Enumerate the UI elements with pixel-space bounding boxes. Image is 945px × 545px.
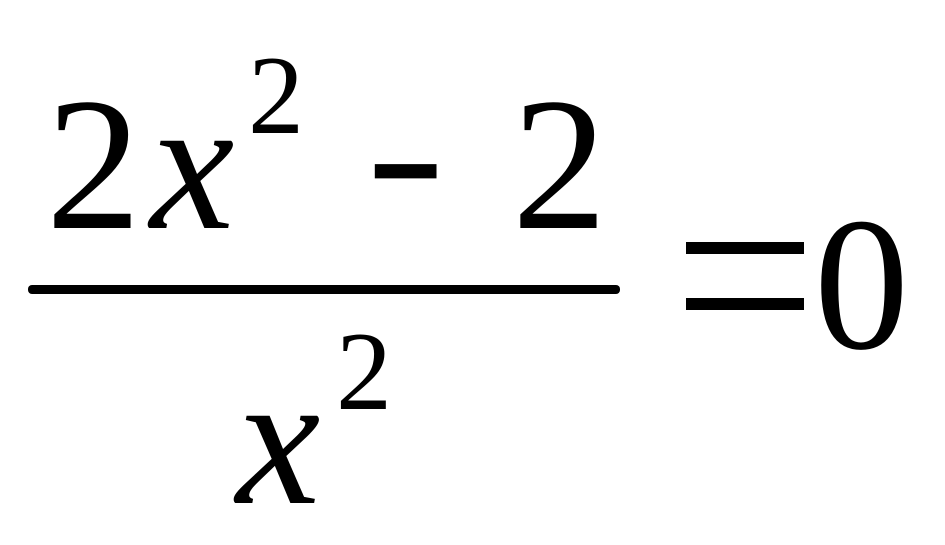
result-value: 0 bbox=[814, 180, 909, 390]
numerator-coefficient: 2 bbox=[46, 60, 141, 270]
equals-bottom-bar bbox=[686, 298, 804, 310]
numerator-variable: x bbox=[150, 60, 235, 270]
denominator-exponent: 2 bbox=[336, 310, 392, 434]
equals-top-bar bbox=[686, 242, 804, 254]
numerator-exponent: 2 bbox=[248, 34, 304, 158]
numerator-minus-operator: - bbox=[366, 48, 446, 258]
numerator-constant: 2 bbox=[512, 60, 607, 270]
equation: 2 x 2 - 2 x 2 = 0 bbox=[28, 34, 909, 535]
equals-symbol-text: = bbox=[690, 250, 691, 251]
denominator-variable: x bbox=[236, 335, 321, 545]
fraction-bar bbox=[28, 285, 620, 294]
